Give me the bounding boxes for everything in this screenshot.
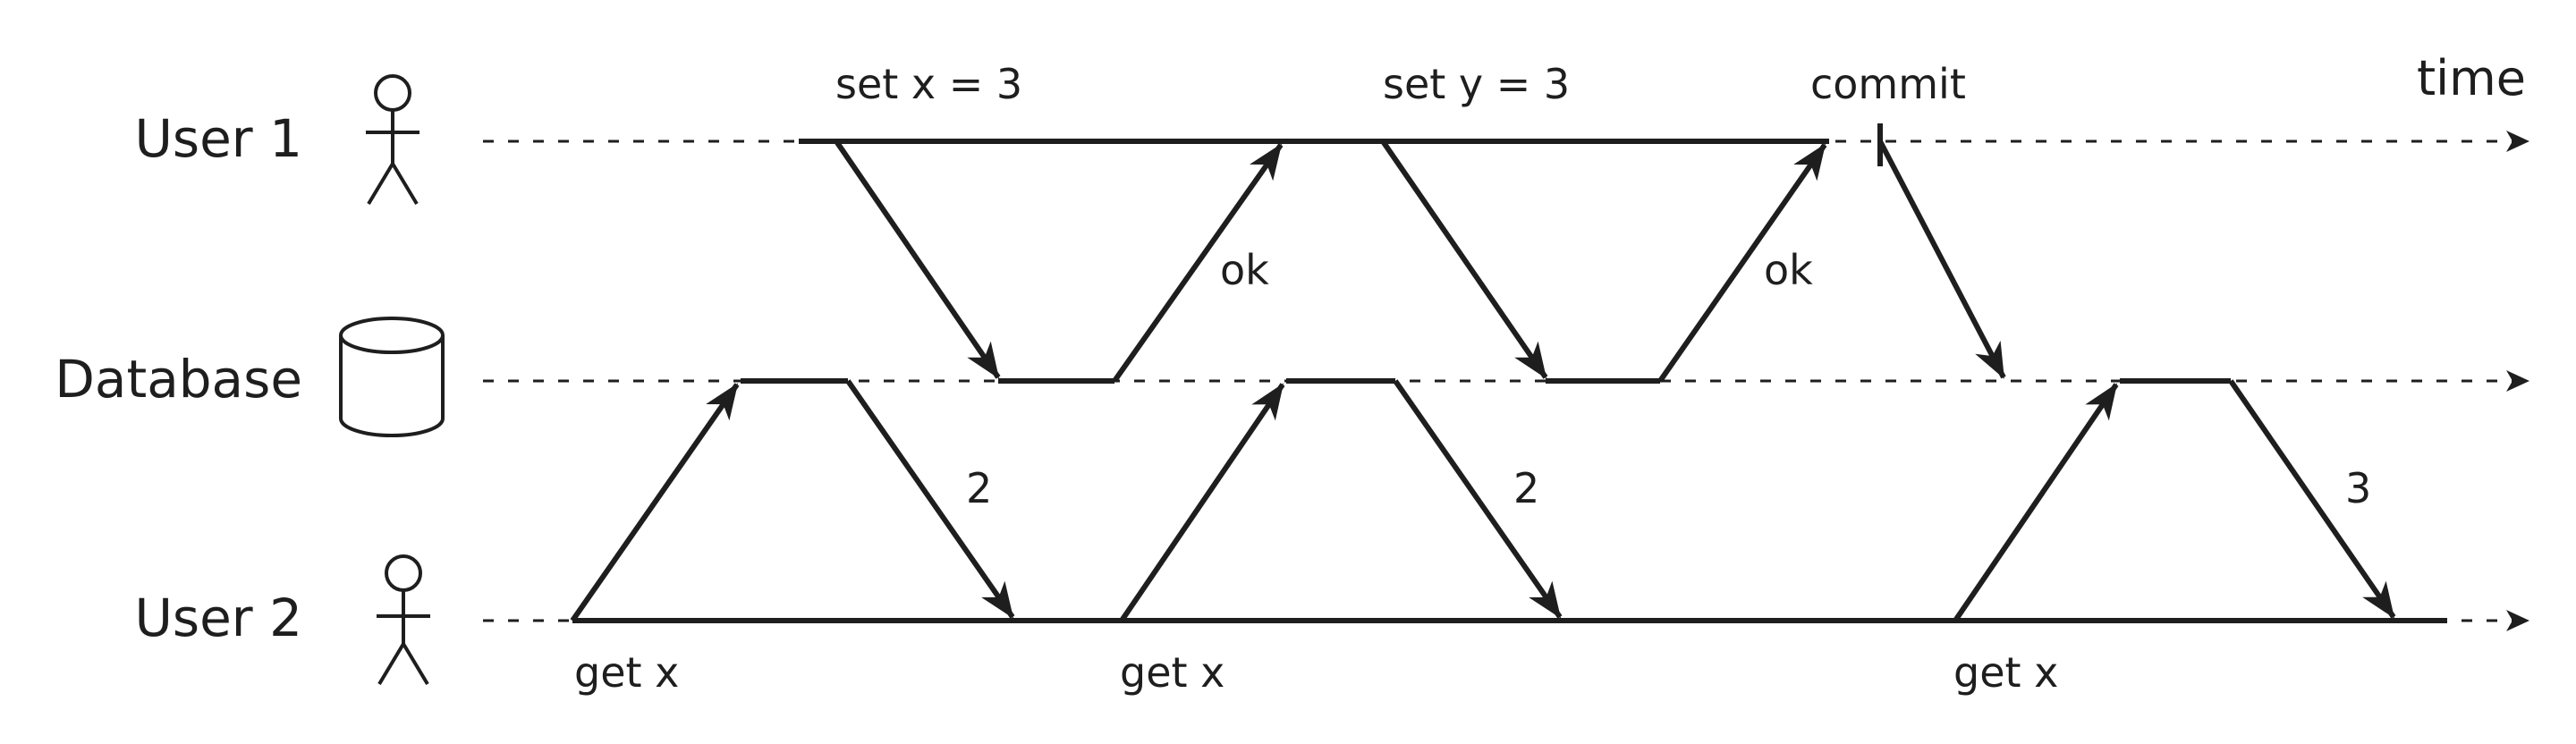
response-label-ok-2: ok	[1764, 246, 1813, 294]
arrow-set-x-request	[834, 140, 1001, 379]
read-value-label-1: 2	[966, 464, 992, 512]
arrow-get-x-3-request	[1953, 383, 2119, 622]
user1-person-icon	[366, 74, 419, 206]
arrow-set-x-ok	[1112, 143, 1284, 383]
database-cylinder-icon	[339, 317, 445, 437]
op-label-get-x-3: get x	[1953, 648, 2058, 697]
op-label-set-y: set y = 3	[1383, 60, 1570, 108]
arrow-get-x-1-request	[570, 383, 740, 622]
user2-person-icon	[377, 554, 430, 686]
read-value-label-3: 3	[2345, 464, 2371, 512]
op-label-get-x-1: get x	[574, 648, 679, 697]
arrow-set-y-ok	[1657, 143, 1827, 383]
arrow-get-x-2-request	[1119, 383, 1285, 622]
arrow-get-x-3-response	[2228, 379, 2396, 619]
op-label-get-x-2: get x	[1120, 648, 1224, 697]
op-label-commit: commit	[1810, 60, 1966, 108]
arrow-get-x-2-response	[1393, 379, 1563, 619]
response-label-ok-1: ok	[1220, 246, 1269, 294]
lane-label-database: Database	[55, 349, 302, 410]
lane-label-user2: User 2	[134, 588, 302, 648]
arrow-get-x-1-response	[845, 379, 1015, 619]
arrow-commit	[1877, 140, 2006, 379]
op-label-set-x: set x = 3	[835, 60, 1022, 108]
read-value-label-2: 2	[1513, 464, 1539, 512]
arrow-set-y-request	[1380, 140, 1548, 379]
time-axis-label: time	[2417, 50, 2526, 106]
lane-label-user1: User 1	[134, 108, 302, 169]
